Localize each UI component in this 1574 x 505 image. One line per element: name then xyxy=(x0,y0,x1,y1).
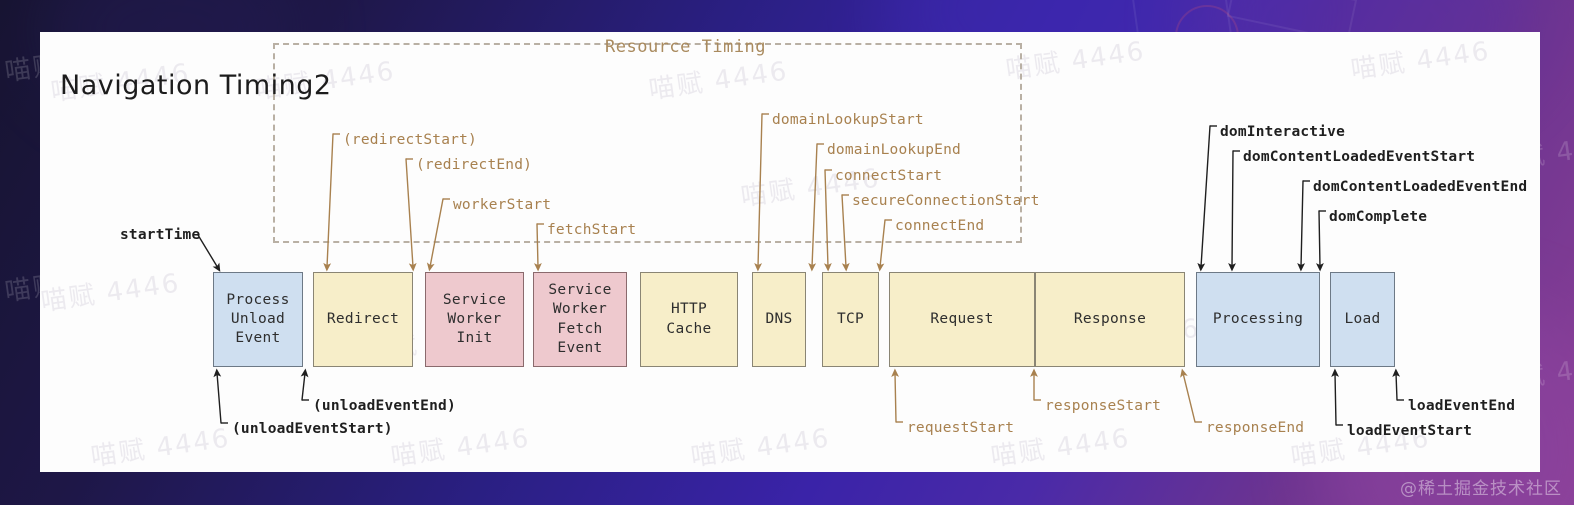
watermark: 喵赋 4446 xyxy=(388,423,533,473)
leader-line xyxy=(891,368,899,423)
timing-marker-label: connectEnd xyxy=(895,218,985,234)
leader-line xyxy=(1180,368,1196,423)
timing-marker-label: domInteractive xyxy=(1220,124,1346,140)
phase-box[interactable]: DNS xyxy=(752,272,806,367)
timing-marker-label: fetchStart xyxy=(547,222,637,238)
timing-marker-label: loadEventEnd xyxy=(1408,398,1516,414)
phase-label: Processing xyxy=(1212,310,1304,327)
leader-line xyxy=(300,368,309,401)
timing-marker-label: secureConnectionStart xyxy=(852,193,1040,209)
timing-marker-label: responseEnd xyxy=(1206,420,1305,436)
watermark: 喵赋 4446 xyxy=(688,423,833,473)
timing-marker-label: (redirectEnd) xyxy=(416,157,533,173)
leader-line xyxy=(1228,150,1236,272)
leader-line xyxy=(1392,368,1401,401)
phase-box[interactable]: Redirect xyxy=(313,272,413,367)
phase-label: Request xyxy=(930,310,994,327)
timing-marker-label: domContentLoadedEventStart xyxy=(1243,149,1476,165)
phase-label: Response xyxy=(1073,310,1147,327)
timing-marker-label: loadEventStart xyxy=(1347,423,1473,439)
timing-marker-label: connectStart xyxy=(835,168,943,184)
timing-marker-label: (unloadEventEnd) xyxy=(313,398,456,414)
watermark: 喵赋 4446 xyxy=(88,423,233,473)
timing-marker-label: requestStart xyxy=(907,420,1015,436)
leader-line xyxy=(1316,210,1324,272)
phase-box[interactable]: Response xyxy=(1035,272,1185,367)
timing-marker-label: responseStart xyxy=(1045,398,1162,414)
watermark: 喵赋 4446 xyxy=(1003,36,1148,86)
timing-marker-label: (unloadEventStart) xyxy=(232,421,393,437)
leader-line xyxy=(197,234,221,272)
diagram-canvas: 喵赋 4446 喵赋 4446 喵赋 4446 喵赋 4446 喵赋 4446 … xyxy=(38,32,1540,473)
leader-line xyxy=(1297,180,1306,272)
phase-box[interactable]: Request xyxy=(889,272,1035,367)
brand-watermark: @稀土掘金技术社区 xyxy=(1400,479,1562,499)
leader-line xyxy=(213,368,222,424)
timing-marker-label: domContentLoadedEventEnd xyxy=(1313,179,1528,195)
leader-line xyxy=(1331,368,1339,426)
timing-marker-label: domainLookupStart xyxy=(772,112,924,128)
leader-line xyxy=(1197,125,1211,272)
watermark: 喵赋 4446 xyxy=(1348,36,1493,86)
timing-marker-label: (redirectStart) xyxy=(343,132,477,148)
phase-box[interactable]: TCP xyxy=(822,272,879,367)
phase-box[interactable]: Processing xyxy=(1196,272,1320,367)
resource-timing-label: Resource Timing xyxy=(605,37,767,57)
timing-marker-label: domComplete xyxy=(1329,209,1428,225)
resource-timing-region xyxy=(273,43,1022,243)
phase-label: TCP xyxy=(836,310,865,327)
phase-label: Load xyxy=(1344,310,1381,327)
phase-label: Redirect xyxy=(326,310,400,327)
phase-box[interactable]: Load xyxy=(1330,272,1395,367)
page-title: Navigation Timing2 xyxy=(60,70,332,101)
timing-marker-label: workerStart xyxy=(453,197,552,213)
timing-marker-label: startTime xyxy=(120,227,201,243)
phase-label: DNS xyxy=(765,310,793,327)
timing-marker-label: domainLookupEnd xyxy=(827,142,961,158)
watermark: 喵赋 4446 xyxy=(38,268,183,318)
